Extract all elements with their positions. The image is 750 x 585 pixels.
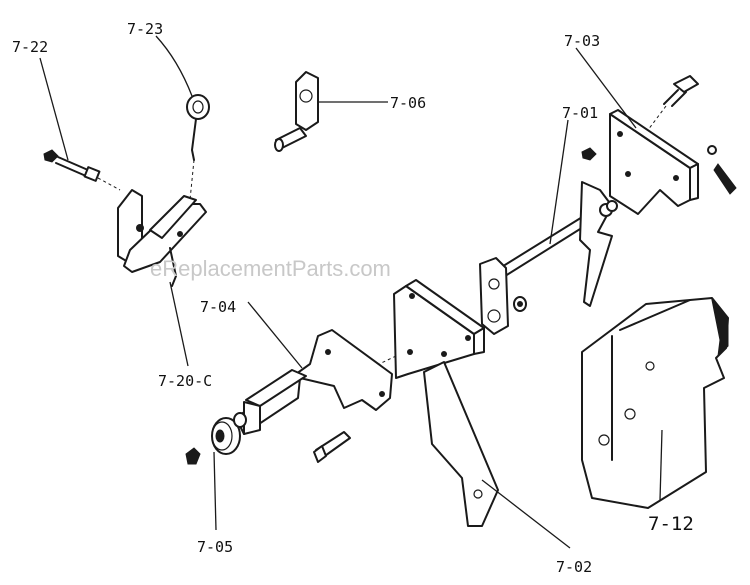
label-7-03: 7-03 [564,32,600,50]
part-7-06-pin [274,71,319,152]
label-7-04: 7-04 [200,298,236,316]
part-7-22-bolt [43,149,121,191]
label-7-06: 7-06 [390,94,426,112]
label-7-22: 7-22 [12,38,48,56]
label-7-20-c: 7-20-C [158,372,212,390]
part-7-12-housing [581,297,729,509]
leader-lines [39,35,663,549]
label-7-01: 7-01 [562,104,598,122]
label-7-12: 7-12 [648,513,694,535]
part-7-05-pulley [185,412,247,465]
part-7-02-plate [349,279,499,527]
watermark-text: eReplacementParts.com [150,256,391,281]
part-7-04-bracket [235,329,393,463]
label-7-05: 7-05 [197,538,233,556]
part-7-01-rod [479,181,618,335]
part-7-20-c-lever [117,189,207,287]
part-7-03-bracket [581,75,737,215]
label-7-02: 7-02 [556,558,592,576]
part-7-23-eye-hook [186,94,210,201]
label-7-23: 7-23 [127,20,163,38]
